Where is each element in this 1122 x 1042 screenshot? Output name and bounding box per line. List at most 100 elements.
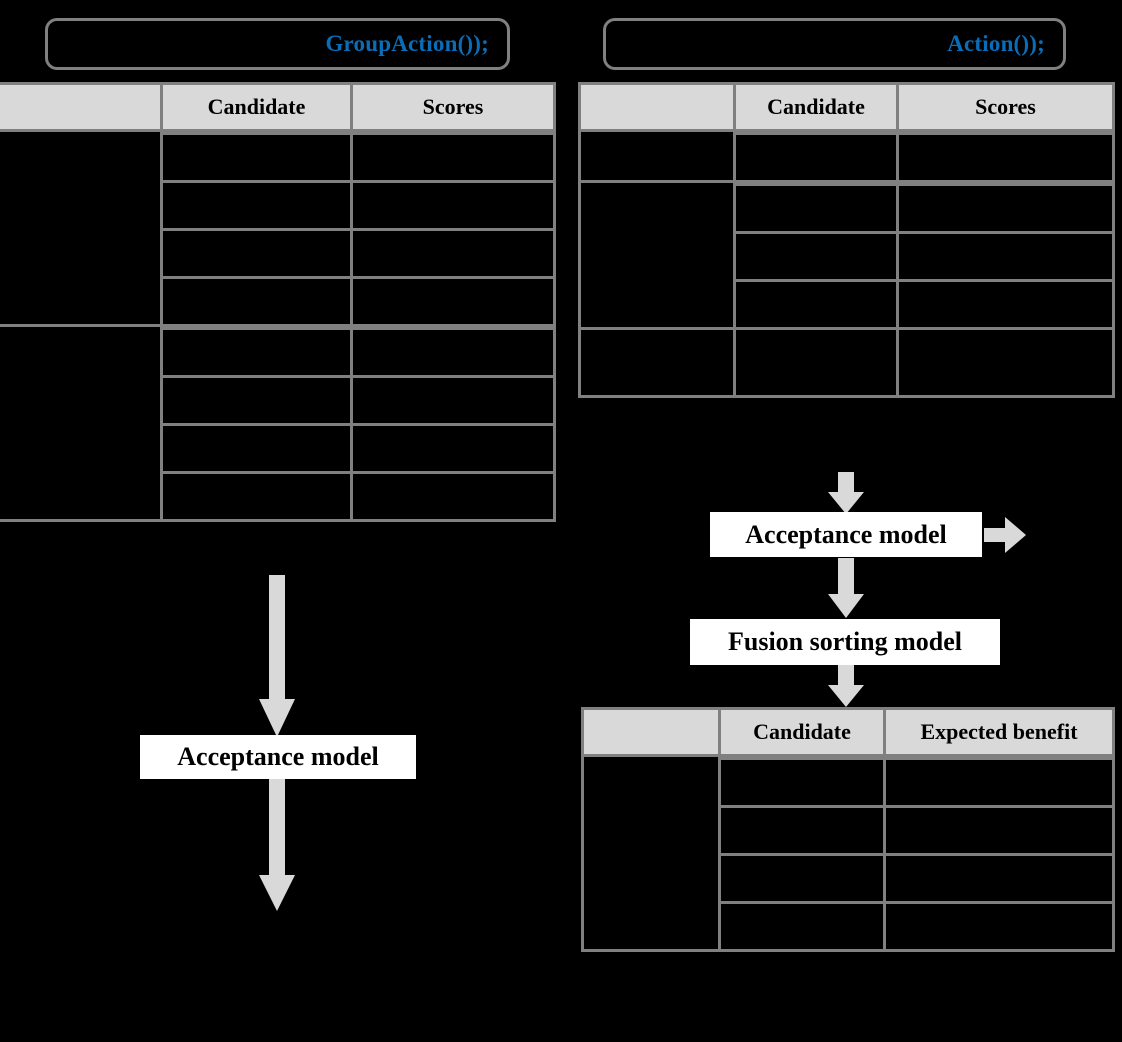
right-candidate-scores-table: Candidate Scores <box>578 82 1115 398</box>
left-table-candidate-cell <box>160 129 353 135</box>
bottom-table-header-group <box>581 707 721 757</box>
right-arrow-acceptance-to-fusion <box>828 558 864 618</box>
left-table-candidate-cell <box>160 471 353 522</box>
left-table-group-cell-2 <box>0 324 163 522</box>
table-row[interactable] <box>583 853 1115 904</box>
bottom-table-candidate-cell <box>718 757 886 808</box>
left-table-candidate-cell <box>160 180 353 231</box>
left-group-action-capsule[interactable]: GroupAction()); <box>45 18 510 70</box>
left-table-scores-cell <box>350 132 556 183</box>
left-table-scores-cell <box>350 471 556 522</box>
right-table-candidate-cell <box>733 129 899 135</box>
bottom-table-expected-benefit-cell <box>883 901 1115 952</box>
table-row[interactable] <box>0 423 556 474</box>
left-table-group-cell-1 <box>0 129 163 327</box>
table-row[interactable] <box>583 757 1115 808</box>
table-row[interactable] <box>580 132 1115 183</box>
right-table-candidate-cell <box>733 327 899 398</box>
table-row[interactable] <box>578 180 1115 330</box>
left-table-candidate-cell <box>160 375 353 426</box>
left-table-candidate-cell <box>160 132 353 183</box>
right-table-group-cell-3 <box>578 327 736 398</box>
table-row[interactable] <box>578 327 1115 398</box>
right-table-header-group <box>578 82 736 132</box>
table-header-row: Candidate Scores <box>0 82 556 132</box>
table-row[interactable] <box>583 805 1115 856</box>
table-header-row: Candidate Expected benefit <box>581 707 1115 757</box>
left-table-header-group <box>0 82 163 132</box>
bottom-table-candidate-cell <box>718 901 886 952</box>
fusion-sorting-model-label: Fusion sorting model <box>727 627 963 656</box>
table-row[interactable] <box>0 129 556 327</box>
left-table-header-scores: Scores <box>350 82 556 132</box>
right-table-scores-cell <box>896 327 1115 398</box>
table-row[interactable] <box>0 327 556 378</box>
bottom-table-candidate-cell <box>718 853 886 904</box>
right-table-scores-cell <box>896 129 1115 135</box>
table-row[interactable] <box>0 471 556 522</box>
table-row[interactable] <box>578 129 1115 183</box>
right-table-scores-cell <box>896 183 1115 234</box>
right-table-scores-cell <box>896 231 1115 282</box>
table-row[interactable] <box>0 132 556 183</box>
left-table-candidate-cell <box>160 276 353 327</box>
right-table-header-scores: Scores <box>896 82 1115 132</box>
left-table-scores-cell <box>350 324 556 330</box>
right-table-candidate-cell <box>733 279 899 330</box>
table-row[interactable] <box>580 279 1115 330</box>
left-table-scores-cell <box>350 276 556 327</box>
right-table-group-cell-2 <box>578 180 736 330</box>
left-table-scores-cell <box>350 375 556 426</box>
right-action-label: Action()); <box>947 31 1045 56</box>
left-table-scores-cell <box>350 228 556 279</box>
left-table-candidate-cell <box>160 228 353 279</box>
right-table-scores-cell <box>896 279 1115 330</box>
right-table-scores-cell <box>896 132 1115 183</box>
bottom-table-expected-benefit-cell <box>883 757 1115 808</box>
right-table-group-cell-1 <box>578 129 736 183</box>
left-table-scores-cell <box>350 423 556 474</box>
left-candidate-scores-table: Candidate Scores <box>0 82 556 522</box>
table-row[interactable] <box>0 180 556 231</box>
right-table-candidate-cell <box>733 231 899 282</box>
right-table-header-candidate: Candidate <box>733 82 899 132</box>
right-table-scores-cell <box>896 180 1115 186</box>
left-table-header-candidate: Candidate <box>160 82 353 132</box>
table-row[interactable] <box>580 183 1115 234</box>
table-row[interactable] <box>580 231 1115 282</box>
right-arrow-acceptance-model-output <box>984 517 1026 553</box>
table-row[interactable] <box>581 754 1115 952</box>
left-table-candidate-cell <box>160 423 353 474</box>
fusion-sorting-model-box[interactable]: Fusion sorting model <box>690 619 1000 665</box>
right-action-capsule[interactable]: Action()); <box>603 18 1066 70</box>
table-row[interactable] <box>0 228 556 279</box>
right-table-candidate-cell <box>733 180 899 186</box>
left-acceptance-model-label: Acceptance model <box>177 742 379 771</box>
right-expected-benefit-table: Candidate Expected benefit <box>581 707 1115 952</box>
right-table-candidate-cell <box>733 132 899 183</box>
left-arrow-acceptance-model-to-output <box>259 779 295 911</box>
right-arrow-table-to-acceptance-model <box>828 472 864 514</box>
left-acceptance-model-box[interactable]: Acceptance model <box>140 735 416 779</box>
bottom-table-candidate-cell <box>718 805 886 856</box>
table-row[interactable] <box>0 276 556 327</box>
bottom-table-expected-benefit-cell <box>883 853 1115 904</box>
table-header-row: Candidate Scores <box>578 82 1115 132</box>
table-row[interactable] <box>583 901 1115 952</box>
right-acceptance-model-box[interactable]: Acceptance model <box>710 512 982 557</box>
right-acceptance-model-label: Acceptance model <box>745 519 947 549</box>
left-group-action-label: GroupAction()); <box>325 31 489 56</box>
right-arrow-fusion-to-results-table <box>828 665 864 707</box>
left-table-scores-cell <box>350 327 556 378</box>
left-arrow-table-to-acceptance-model <box>259 575 295 737</box>
bottom-table-group-cell-1 <box>581 754 721 952</box>
right-table-candidate-cell <box>733 183 899 234</box>
bottom-table-expected-benefit-cell <box>883 754 1115 760</box>
bottom-table-header-expected-benefit: Expected benefit <box>883 707 1115 757</box>
left-table-scores-cell <box>350 129 556 135</box>
table-row[interactable] <box>0 324 556 522</box>
table-row[interactable] <box>0 375 556 426</box>
bottom-table-header-candidate: Candidate <box>718 707 886 757</box>
left-table-scores-cell <box>350 180 556 231</box>
